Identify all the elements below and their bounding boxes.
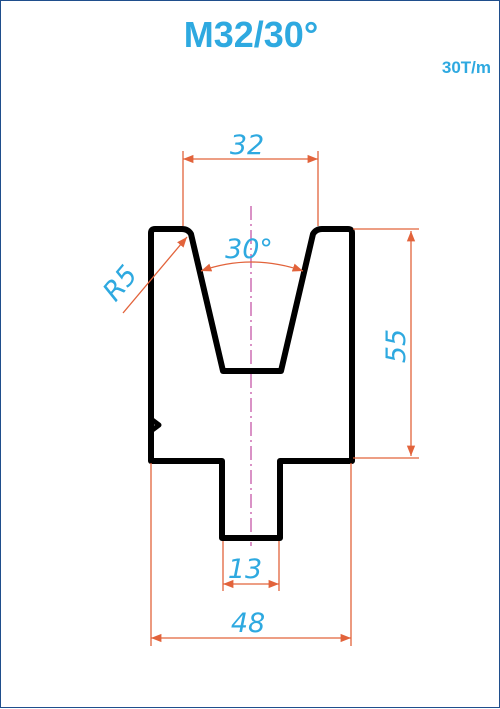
die-title: M32/30° xyxy=(183,14,319,55)
radius-leader xyxy=(122,236,188,314)
radius-value: R5 xyxy=(97,260,144,307)
height-value: 55 xyxy=(381,329,412,363)
side-notch xyxy=(149,417,162,433)
tongue-value: 13 xyxy=(228,554,262,585)
capacity-label: 30T/m xyxy=(441,58,491,77)
angle-arc xyxy=(200,261,304,272)
width-value: 48 xyxy=(231,608,265,639)
angle-value: 30° xyxy=(225,234,273,265)
die-profile xyxy=(148,226,355,541)
v-opening-value: 32 xyxy=(230,130,264,161)
